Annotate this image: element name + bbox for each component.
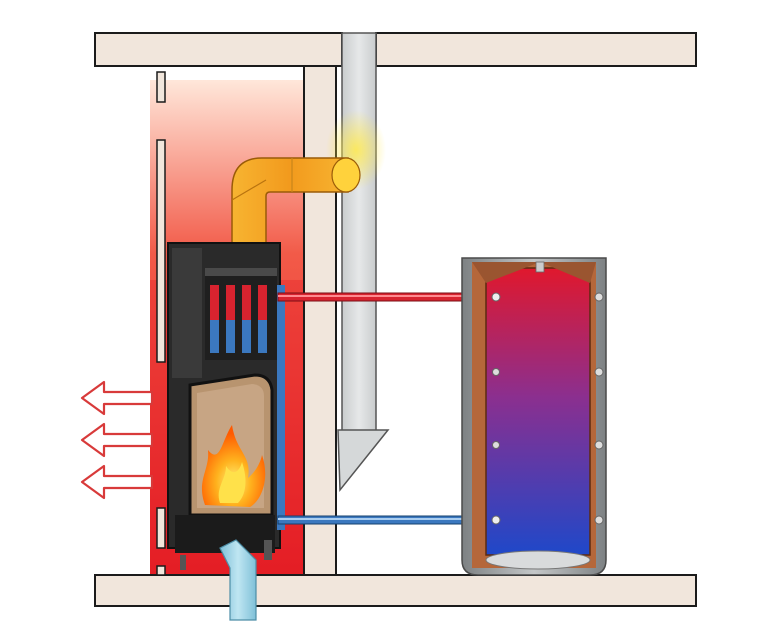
arrow-left-icon [80,422,154,458]
chimney-shaft [337,32,390,493]
fireplace-insert [167,242,285,570]
floor-slab [94,574,697,607]
front-casing [156,71,166,576]
arrow-left-icon [80,380,154,416]
flue-pipe [231,157,361,246]
air-intake-pipe [219,539,257,621]
flame-icon [201,425,266,507]
warm-air-arrows [80,380,154,500]
buffer-tank [461,257,607,576]
water-jacket [277,285,285,530]
heat-exchanger [205,268,277,360]
arrow-left-icon [80,464,154,500]
ceiling-slab [94,32,697,67]
